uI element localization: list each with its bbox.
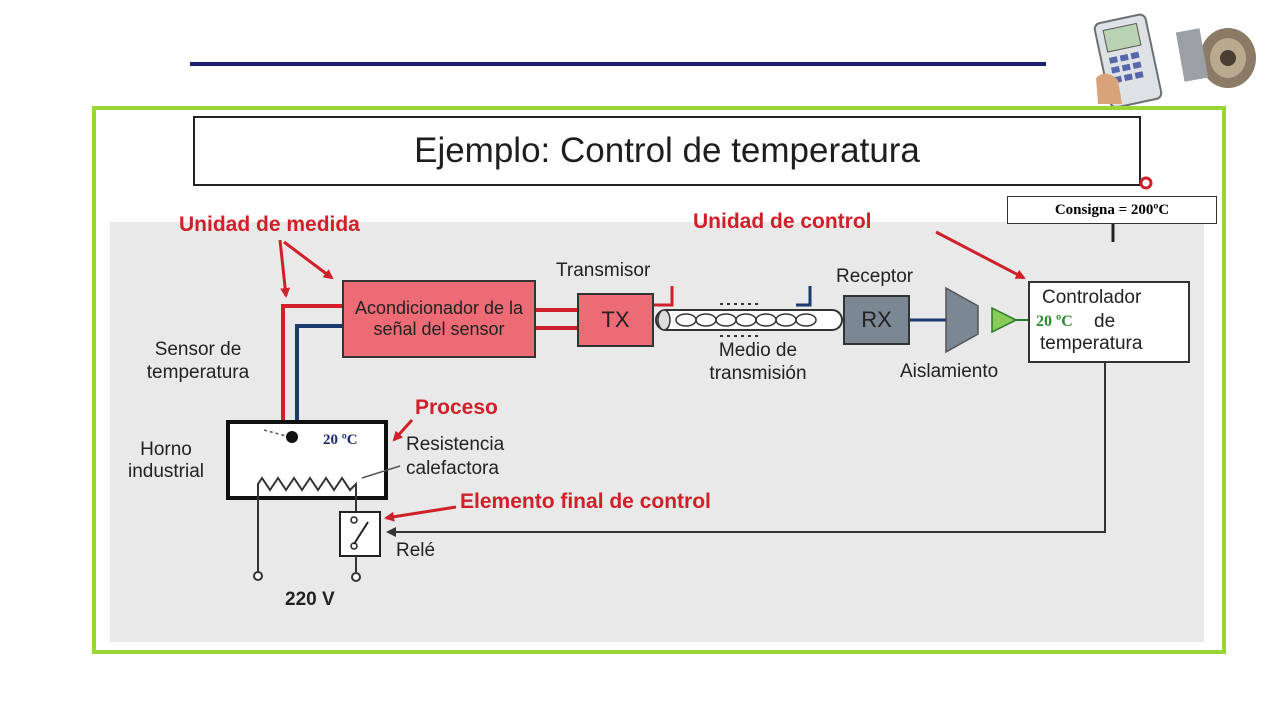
isolator-shape	[945, 286, 979, 354]
marker-dot	[1139, 176, 1153, 190]
rele-label: Relé	[396, 540, 436, 561]
sensor-line1: Sensor de	[154, 339, 242, 360]
tx-label: TX	[601, 307, 630, 332]
aislamiento-label: Aislamiento	[900, 361, 999, 382]
controlador-line1: Controlador	[1042, 287, 1142, 308]
amplifier-triangle-icon	[991, 306, 1018, 334]
medio-line2: transmisión	[709, 363, 807, 384]
heating-coil-icon	[257, 476, 357, 560]
acondicionador-box: Acondicionador de la señal del sensor	[342, 280, 536, 358]
sensor-leader	[263, 429, 287, 437]
rx-box: RX	[843, 295, 910, 345]
arrow-unidad-control	[935, 230, 1026, 280]
controlador-box: Controlador 20 ºC de temperatura	[1028, 281, 1190, 363]
feedback-line	[386, 363, 1106, 537]
coax-cable-icon	[655, 303, 843, 337]
slide-title: Ejemplo: Control de temperatura	[193, 116, 1141, 186]
tx-stub	[654, 286, 674, 307]
terminal-right	[351, 572, 361, 582]
voltaje-label: 220 V	[285, 589, 335, 610]
proceso-label: Proceso	[415, 396, 498, 419]
acondicionador-label: Acondicionador de la señal del sensor	[354, 298, 524, 339]
unidad-control-label: Unidad de control	[693, 210, 872, 233]
rx-label: RX	[861, 307, 892, 332]
elemento-final-label: Elemento final de control	[460, 490, 711, 513]
wire-sensor-red	[281, 304, 342, 430]
arrow-medida-acond	[283, 240, 334, 280]
horno-temp: 20 ºC	[323, 432, 358, 448]
controlador-temp: 20 ºC	[1036, 313, 1073, 330]
transmisor-label: Transmisor	[556, 260, 651, 281]
unidad-medida-label: Unidad de medida	[179, 213, 360, 236]
consigna-box: Consigna = 200ºC	[1007, 196, 1217, 224]
horno-line2: industrial	[127, 461, 205, 482]
arrow-medida-sensor	[278, 239, 291, 298]
tx-box: TX	[577, 293, 654, 347]
horno-line1: Horno	[140, 439, 192, 460]
handheld-calibrator-logo	[1093, 13, 1256, 108]
receptor-label: Receptor	[836, 266, 914, 287]
resistencia-line2: calefactora	[406, 458, 499, 479]
sensor-line2: temperatura	[146, 362, 250, 383]
controlador-line3: temperatura	[1040, 333, 1143, 354]
controlador-de: de	[1094, 311, 1116, 332]
horno-box	[226, 420, 388, 500]
wire-sensor-blue	[295, 324, 342, 430]
resistencia-leader	[361, 465, 401, 479]
arrow-elemento-final	[384, 505, 457, 522]
resistencia-line1: Resistencia	[406, 434, 505, 455]
arrow-proceso	[392, 418, 414, 442]
terminal-left	[253, 571, 263, 581]
medio-line1: Medio de	[718, 340, 798, 361]
rx-stub	[796, 286, 812, 307]
header-rule	[190, 62, 1046, 66]
relay-switch-icon	[339, 511, 381, 557]
sensor-probe	[286, 431, 298, 443]
